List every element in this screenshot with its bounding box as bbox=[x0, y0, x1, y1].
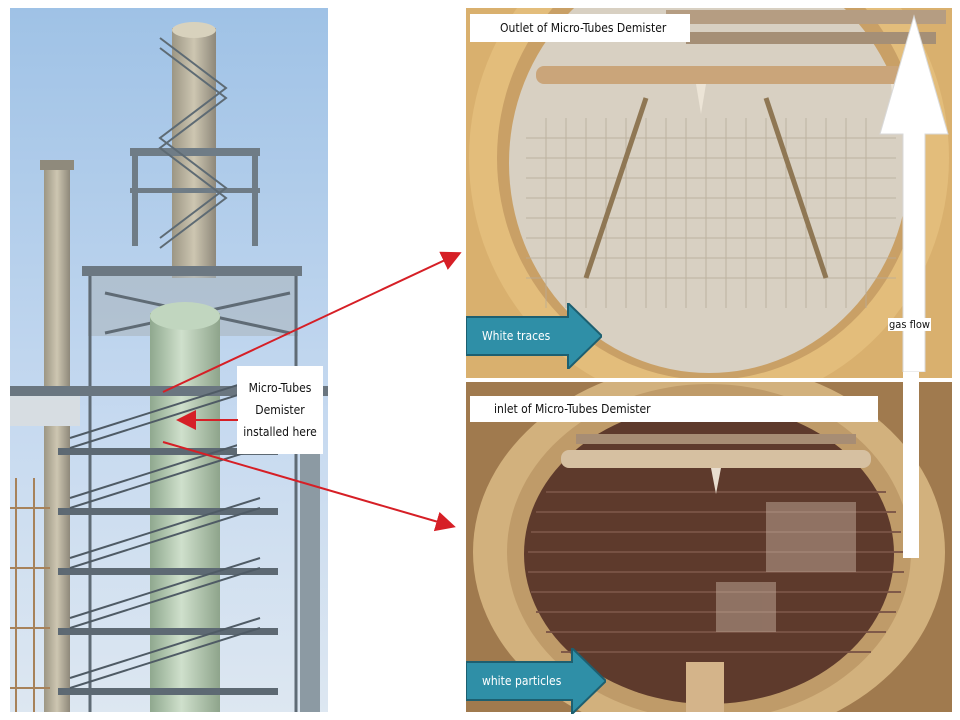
tower-photo bbox=[10, 8, 328, 712]
outlet-title: Outlet of Micro-Tubes Demister bbox=[470, 14, 690, 42]
inlet-title: inlet of Micro-Tubes Demister bbox=[470, 396, 878, 422]
callout-line-3: installed here bbox=[243, 425, 317, 439]
inlet-photo bbox=[466, 382, 952, 712]
gas-flow-label: gas flow bbox=[888, 318, 932, 331]
callout-line-1: Micro-Tubes bbox=[248, 381, 312, 395]
white-traces-label: White traces bbox=[482, 329, 551, 343]
gas-flow-shaft bbox=[903, 372, 919, 558]
demister-callout: Micro-Tubes Demister installed here bbox=[237, 366, 323, 454]
white-particles-arrow: white particles bbox=[465, 645, 608, 717]
white-traces-arrow: White traces bbox=[465, 300, 604, 372]
gas-flow-arrow bbox=[874, 6, 954, 373]
callout-line-2: Demister bbox=[255, 403, 305, 417]
white-particles-label: white particles bbox=[482, 674, 562, 688]
